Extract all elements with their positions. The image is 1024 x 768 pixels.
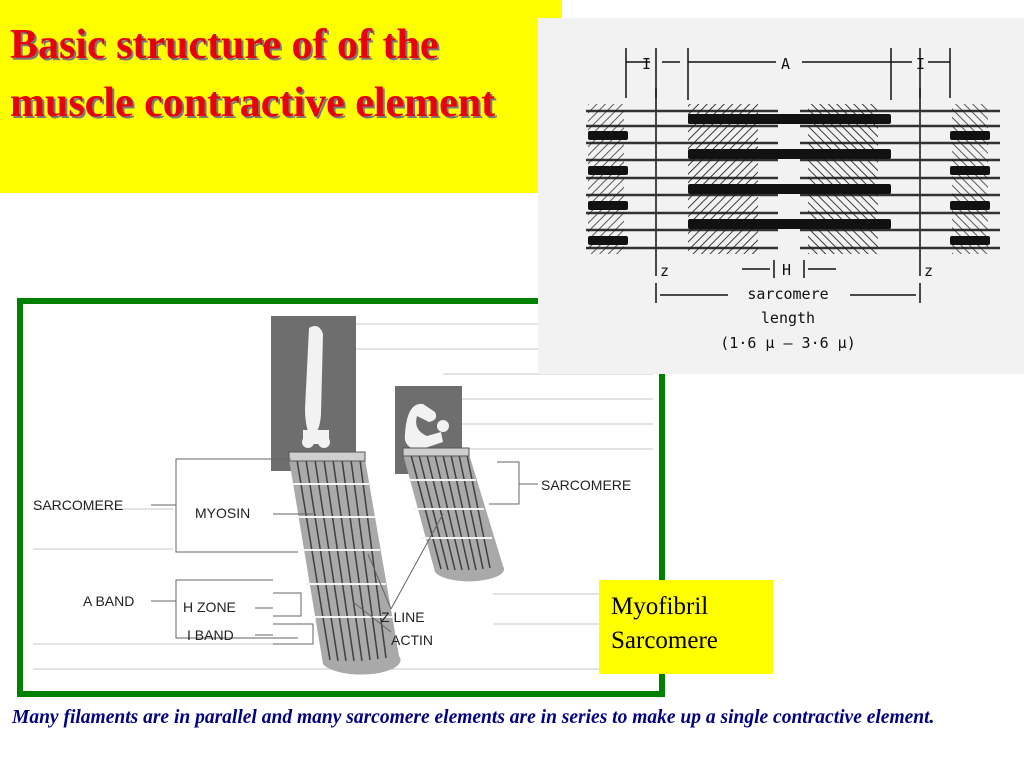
label-z-left: z — [660, 262, 669, 280]
sarcomere-schematic: I A I — [586, 48, 1000, 352]
slide-title: Basic structure of of the muscle contrac… — [10, 22, 496, 126]
label-i-left: I — [642, 55, 651, 73]
flexed-arm-icon — [404, 403, 443, 450]
label-i-band: I BAND — [187, 627, 234, 643]
label-a: A — [781, 55, 790, 73]
legend-myofibril: Myofibril — [611, 593, 709, 620]
figure-leader-lines — [151, 458, 538, 645]
label-myosin: MYOSIN — [195, 505, 250, 521]
label-sarcomere-length-range: (1·6 μ – 3·6 μ) — [720, 334, 855, 352]
label-z-line: Z LINE — [381, 609, 425, 625]
fibril-figure: SARCOMERE MYOSIN A BAND H ZONE I BAND Z … — [33, 316, 653, 675]
h-zone-markers — [742, 260, 836, 278]
label-actin: ACTIN — [391, 632, 433, 648]
long-myofibril — [288, 451, 401, 675]
short-myofibril — [402, 447, 505, 582]
z-lines — [655, 88, 921, 276]
title-box: Basic structure of of the muscle contrac… — [0, 0, 562, 193]
label-sarcomere-length-2: length — [761, 309, 815, 327]
label-sarcomere-left: SARCOMERE — [33, 497, 123, 513]
sarcomere-diagram: I A I — [538, 18, 1024, 374]
label-sarcomere-length-1: sarcomere — [747, 285, 828, 303]
label-a-band: A BAND — [83, 593, 134, 609]
label-z-right: z — [924, 262, 933, 280]
legend-box: Myofibril Sarcomere — [599, 580, 773, 674]
label-h: H — [782, 261, 791, 279]
label-h-zone: H ZONE — [183, 599, 236, 615]
myosin-filaments — [688, 114, 891, 229]
sarcomere-length-arrow — [655, 283, 921, 303]
label-sarcomere-right: SARCOMERE — [541, 477, 631, 493]
legend-sarcomere: Sarcomere — [611, 627, 718, 654]
extended-arm-icon — [305, 326, 323, 434]
slide-caption: Many filaments are in parallel and many … — [12, 707, 935, 728]
top-dimension-lines — [625, 48, 951, 100]
label-i-right: I — [916, 55, 925, 73]
adjacent-sarcomere-filaments — [588, 131, 990, 245]
